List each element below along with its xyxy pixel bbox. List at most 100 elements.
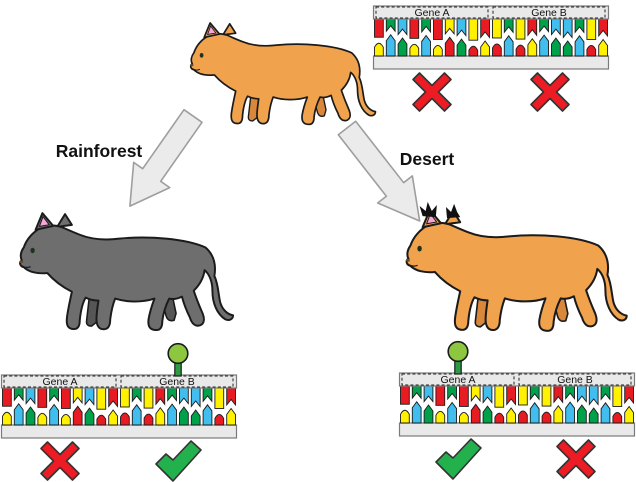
- dna-base-pair: [527, 38, 538, 57]
- dna-base-pair: [456, 38, 467, 57]
- dna-base-pair: [586, 18, 597, 40]
- mutation-lollipop-icon: [167, 342, 189, 377]
- dna-base-pair: [49, 403, 59, 426]
- dna-base-pair: [120, 412, 130, 426]
- dna-base-pair: [506, 407, 516, 424]
- dna-base-pair: [108, 409, 118, 426]
- dna-top-strand-bar: [398, 372, 636, 387]
- dna-base-pair: [190, 409, 201, 426]
- gene-label: Gene A: [42, 376, 77, 388]
- dna-base-pair: [518, 410, 528, 424]
- dna-base-pair: [482, 385, 493, 404]
- dna-base-pair: [167, 387, 177, 402]
- dna-base-pair: [2, 387, 12, 407]
- dna-base-pair: [588, 385, 599, 406]
- dna-base-pair: [374, 42, 384, 57]
- gene-region-box: [375, 6, 489, 19]
- dna-base-pair: [435, 410, 446, 424]
- dna-base-pair: [588, 407, 599, 424]
- dna-base-pair: [503, 18, 514, 34]
- dna-base-pair: [400, 385, 410, 405]
- dna-base-pair: [214, 414, 225, 426]
- rainforest-cat: [18, 204, 235, 332]
- rainforest-arrow: [129, 108, 203, 207]
- cross-icon: [412, 72, 452, 112]
- gene-label: Gene B: [159, 376, 195, 388]
- dna-base-pair: [527, 18, 538, 37]
- dna-base-pair: [421, 18, 431, 34]
- dna-base-pair: [411, 400, 422, 424]
- dna-base-pair: [84, 387, 95, 406]
- dna-base-pair: [61, 414, 71, 426]
- dna-base-pair: [385, 18, 396, 33]
- dna-base-pair: [423, 385, 434, 403]
- dna-base-pair: [541, 385, 552, 407]
- dna-base-pair: [551, 18, 561, 36]
- dna-base-pair: [539, 18, 549, 33]
- dna-base-pair: [456, 18, 467, 37]
- dna-base-pair: [433, 45, 443, 57]
- dna-base-pair: [447, 385, 457, 401]
- dna-base-pair: [598, 38, 608, 57]
- gene-label: Gene A: [440, 374, 475, 386]
- dna-base-pair: [624, 405, 634, 424]
- dna-base-pair: [503, 35, 514, 57]
- dna-base-pair: [553, 405, 564, 424]
- dna-base-pair: [470, 385, 481, 403]
- dna-base-pair: [131, 387, 142, 403]
- dna-base-pair: [492, 18, 502, 39]
- dna-base-pair: [143, 413, 154, 426]
- dna-base-pair: [2, 411, 12, 426]
- dna-base-pair: [435, 385, 446, 406]
- dna-base-pair: [600, 385, 611, 401]
- dna-base-pair: [612, 385, 623, 407]
- dna-base-pair: [179, 387, 189, 405]
- desert-label: Desert: [399, 149, 455, 169]
- cross-icon: [530, 72, 570, 112]
- dna-base-pair: [480, 40, 490, 57]
- dna-bottom-strand-bar: [398, 422, 636, 437]
- dna-base-pair: [574, 35, 585, 57]
- rainforest-cat-genome: Gene A Gene B: [0, 339, 238, 482]
- dna-base-pair: [72, 405, 83, 426]
- gene-region-box: [492, 6, 606, 19]
- dna-base-pair: [179, 406, 189, 426]
- dna-base-pair: [49, 387, 59, 403]
- dna-base-pair: [61, 387, 71, 409]
- dna-base-pair: [600, 402, 611, 424]
- check-icon: [155, 440, 202, 482]
- gene-label: Gene B: [557, 374, 593, 386]
- dna-top-strand-bar: [0, 374, 238, 389]
- gene-label: Gene A: [414, 7, 449, 19]
- dna-base-pair: [155, 387, 166, 406]
- dna-base-pair: [397, 37, 408, 57]
- dna-bottom-strand-bar: [372, 55, 610, 70]
- dna-base-pair: [25, 406, 36, 426]
- dna-base-pair: [459, 385, 469, 407]
- dna-base-pair: [202, 387, 213, 403]
- dna-base-pair: [574, 18, 585, 34]
- rainforest-label: Rainforest: [55, 141, 143, 161]
- dna-base-pair: [529, 385, 540, 401]
- dna-base-pair: [494, 385, 505, 408]
- dna-base-pair: [598, 18, 608, 38]
- check-icon: [435, 438, 482, 480]
- dna-base-pair: [374, 18, 384, 38]
- dna-base-pair: [397, 18, 408, 36]
- dna-base-pair: [577, 404, 587, 424]
- dna-base-pair: [409, 18, 420, 39]
- dna-base-pair: [551, 37, 561, 57]
- dna-base-pair: [96, 387, 107, 410]
- dna-base-pair: [553, 385, 564, 404]
- dna-base-pair: [167, 403, 177, 426]
- dna-base-pair: [400, 409, 410, 424]
- dna-base-pair: [482, 405, 493, 424]
- dna-base-pair: [411, 385, 422, 400]
- dna-base-pair: [96, 414, 107, 426]
- dna-base-pair: [529, 402, 540, 424]
- dna-base-pair: [444, 36, 455, 57]
- gene-region-box: [3, 375, 117, 388]
- dna-base-pair: [470, 403, 481, 424]
